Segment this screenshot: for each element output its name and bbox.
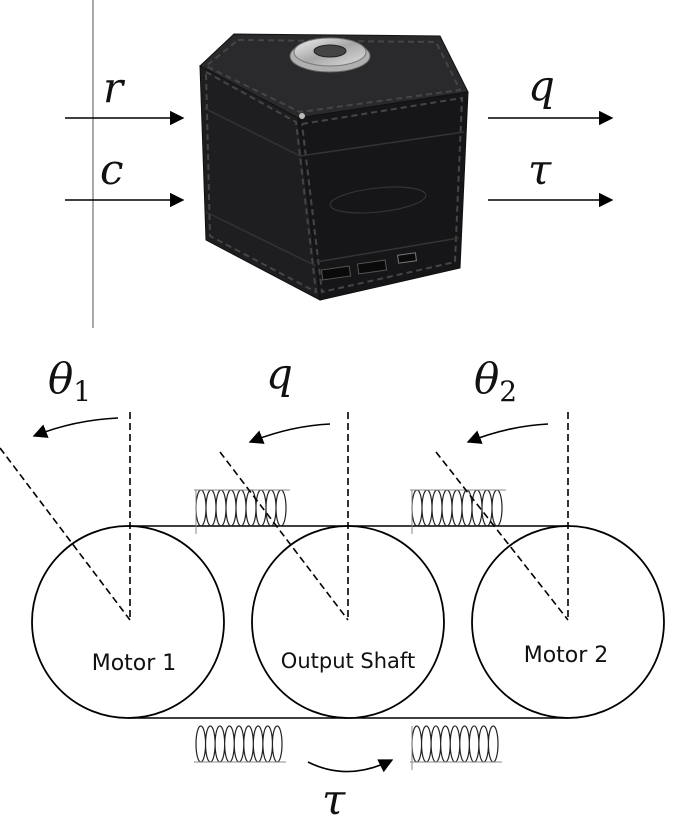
angle-line-output-shaft bbox=[219, 451, 349, 621]
angle-label-theta1: θ1 bbox=[48, 354, 91, 408]
input-label-r: r bbox=[103, 63, 126, 112]
wheel-label-motor-1: Motor 1 bbox=[92, 651, 177, 676]
springs bbox=[194, 489, 506, 770]
theta2-symbol: θ bbox=[474, 354, 499, 403]
wheel-motor-2 bbox=[471, 525, 665, 719]
theta1-subscript: 1 bbox=[73, 375, 91, 408]
rotation-arrow-theta2 bbox=[466, 423, 549, 444]
angle-label-theta2: θ2 bbox=[474, 354, 517, 408]
rotation-arrow-q bbox=[248, 423, 331, 444]
theta2-subscript: 2 bbox=[499, 375, 517, 408]
spring-bottom-left bbox=[194, 725, 286, 763]
angle-label-q: q bbox=[266, 349, 293, 398]
spring-top-left bbox=[194, 489, 290, 534]
wheel-label-output-shaft: Output Shaft bbox=[281, 649, 415, 673]
wheel-motor-1 bbox=[31, 525, 225, 719]
torque-arrow bbox=[307, 759, 394, 773]
angle-line-motor-1 bbox=[0, 447, 131, 621]
wheel-output-shaft bbox=[251, 525, 445, 719]
output-label-tau: τ bbox=[528, 145, 552, 194]
spring-bottom-right bbox=[410, 725, 502, 770]
torque-label: τ bbox=[322, 775, 346, 820]
input-label-c: c bbox=[100, 145, 124, 194]
wheel-label-motor-2: Motor 2 bbox=[524, 643, 609, 668]
output-label-q: q bbox=[528, 61, 555, 110]
spring-top-right bbox=[410, 489, 506, 534]
rotation-arrow-theta1 bbox=[32, 417, 119, 438]
angle-line-motor-2 bbox=[435, 451, 569, 621]
actuator-cube-image bbox=[199, 33, 469, 301]
theta1-symbol: θ bbox=[48, 354, 73, 403]
